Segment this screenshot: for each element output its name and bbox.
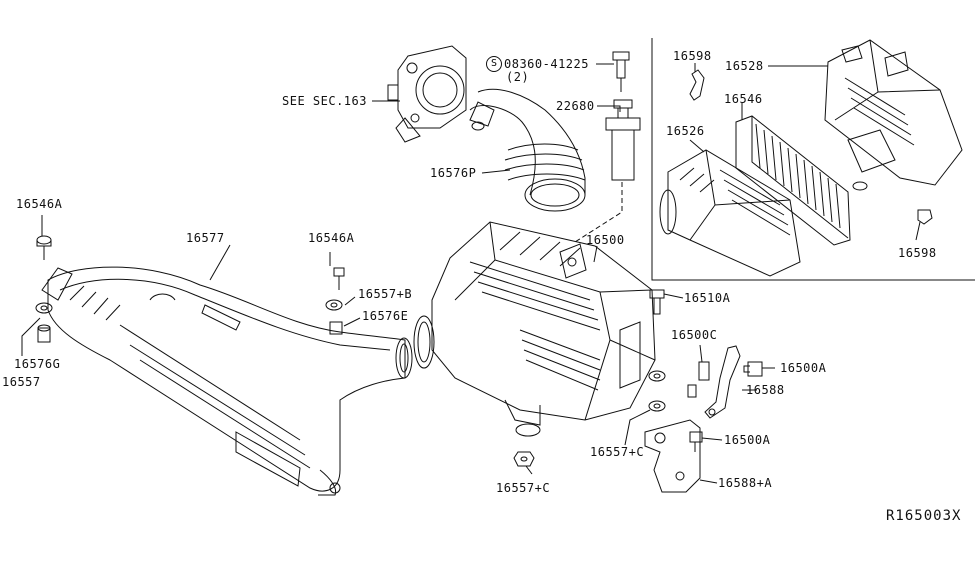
label-16500C: 16500C [671,328,718,342]
label-16577: 16577 [186,231,225,245]
label-22680: 22680 [556,99,595,113]
label-16500A-top: 16500A [780,361,827,375]
filter-element-16546 [735,115,851,246]
maf-sensor-22680 [605,99,641,181]
leader-dashed-maf [574,182,623,243]
diagram-code: R165003X [886,508,962,524]
lower-case-16526 [659,149,801,277]
label-16576G: 16576G [14,357,61,371]
label-bolt-code: 08360-41225 [504,57,589,71]
label-16557B: 16557+B [358,287,413,301]
bolt-16510A [649,289,665,315]
s-marker: S [486,56,502,72]
grommets-16557C [513,370,666,467]
clip-16500C [687,361,710,398]
grommet-mid [325,267,345,335]
label-16500: 16500 [586,233,625,247]
label-16557C-right: 16557+C [590,445,645,459]
intake-hose-16576P [469,88,586,212]
label-16546A-mid: 16546A [308,231,355,245]
upper-case-16528 [824,39,963,191]
label-16557C-bottom: 16557+C [496,481,551,495]
label-16588: 16588 [746,383,785,397]
label-16576P: 16576P [430,166,477,180]
label-16557: 16557 [2,375,41,389]
label-16588A: 16588+A [718,476,773,490]
label-see-sec: SEE SEC.163 [282,94,367,108]
bolt-08360 [612,51,630,92]
bracket-16588 [704,345,763,419]
label-16526: 16526 [666,124,705,138]
label-16598-top: 16598 [673,49,712,63]
label-16528: 16528 [725,59,764,73]
air-duct-16577 [41,266,413,496]
label-16546: 16546 [724,92,763,106]
air-cleaner-housing-16500 [413,221,656,437]
clip-16598 [689,69,933,225]
leader-lines [21,63,921,484]
label-bolt-qty: (2) [506,70,530,84]
grommet-left [35,235,53,343]
label-16500A-bot: 16500A [724,433,771,447]
label-16598-bottom: 16598 [898,246,937,260]
label-16510A: 16510A [684,291,731,305]
throttle-body [387,45,467,143]
inset-frame [651,38,975,281]
label-16576E: 16576E [362,309,409,323]
bracket-16588A [644,419,703,493]
label-16546A-left: 16546A [16,197,63,211]
